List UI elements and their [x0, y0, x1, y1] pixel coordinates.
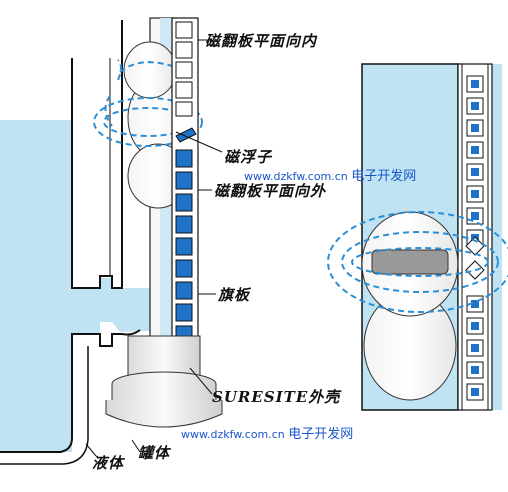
label-tank: 罐体 — [138, 444, 171, 462]
detail-flap-dot — [471, 168, 479, 176]
tank-upper-wall — [71, 20, 123, 289]
field-lines-right — [327, 211, 508, 313]
tank-liquid — [0, 120, 170, 452]
label-flag-plate: 旗板 — [218, 286, 251, 304]
detail-flap-dot — [471, 146, 479, 154]
detail-flap-dot — [471, 344, 479, 352]
detail-flap-dot — [471, 102, 479, 110]
label-liquid: 液体 — [92, 454, 125, 472]
watermark-text: 电子开发网 — [288, 427, 354, 442]
watermark-url: www.dzkfw.com.cn — [244, 170, 348, 183]
detail-flap-dot — [471, 212, 479, 220]
watermark-top: www.dzkfw.com.cn 电子开发网 — [244, 165, 416, 184]
label-shell: SURESITE外壳 — [212, 388, 341, 406]
watermark-text: 电子开发网 — [351, 169, 417, 184]
float-top — [123, 41, 177, 99]
detail-flap-dot — [471, 300, 479, 308]
detail-flap-dot — [471, 322, 479, 330]
flaps-white — [175, 21, 193, 117]
tank-wall-outer — [0, 346, 89, 465]
detail-flap-turning — [465, 260, 485, 280]
detail-flap-dot — [471, 190, 479, 198]
watermark-url: www.dzkfw.com.cn — [181, 428, 285, 441]
detail-flap-dot — [471, 124, 479, 132]
flaps-blue — [175, 149, 193, 341]
detail-flap-turning — [465, 236, 485, 256]
detail-flap-dot — [471, 80, 479, 88]
watermark-bottom: www.dzkfw.com.cn 电子开发网 — [181, 423, 353, 442]
label-magnetic-float: 磁浮子 — [224, 148, 273, 166]
flap-turning — [175, 127, 197, 143]
leader-lines — [85, 39, 223, 457]
label-flap-outward: 磁翻板平面向外 — [214, 182, 327, 200]
detail-flap-dot — [471, 366, 479, 374]
detail-flap-dot — [471, 388, 479, 396]
label-flap-parallel: 磁翻板平面向内 — [205, 32, 318, 50]
tank-wall — [0, 329, 141, 453]
detail-magnet — [371, 249, 449, 275]
flange-rim — [105, 400, 223, 428]
